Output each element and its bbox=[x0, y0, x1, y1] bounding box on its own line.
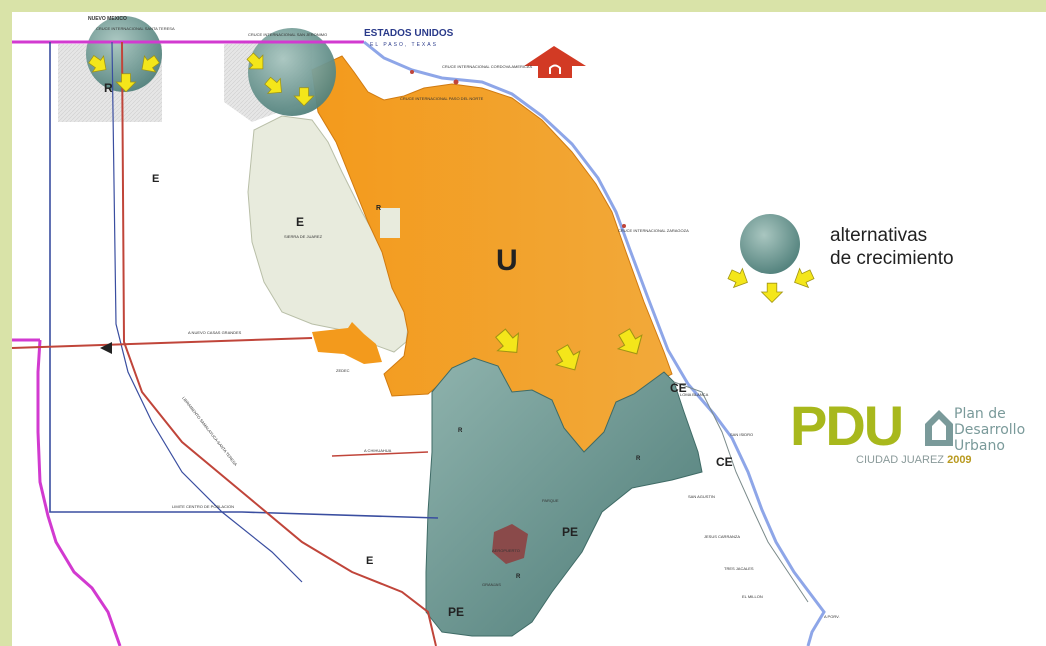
map-label: A PORV. bbox=[824, 614, 840, 619]
zone-label-pe: PE bbox=[448, 605, 464, 619]
north-symbol bbox=[549, 64, 561, 74]
map-label: CRUCE INTERNACIONAL SANTA TERESA bbox=[96, 26, 175, 31]
map-label: CRUCE INTERNACIONAL PASO DEL NORTE bbox=[400, 96, 484, 101]
zone-label-r: R bbox=[104, 81, 113, 95]
pdu-logo: PDU Plan de Desarrollo Urbano CIUDAD JUA… bbox=[790, 396, 1046, 476]
zone-label-r: R bbox=[516, 574, 521, 580]
zone-label-ce: CE bbox=[716, 455, 733, 469]
logo-year: 2009 bbox=[947, 454, 972, 466]
growth-alternatives-map: R E E E U R R R R CE CE PE PE ESTADOS UN… bbox=[12, 16, 840, 646]
legend-arrow-icon bbox=[725, 264, 753, 293]
city-label-elpaso: EL PASO, TEXAS bbox=[370, 42, 438, 48]
zone-label-pe: PE bbox=[562, 525, 578, 539]
state-label: NUEVO MEXICO bbox=[88, 16, 127, 22]
map-label: A NUEVO CASAS GRANDES bbox=[188, 330, 242, 335]
crossing-marker bbox=[410, 70, 414, 74]
rio-bravo bbox=[363, 40, 826, 646]
map-label: ZEDEC bbox=[336, 368, 350, 373]
legend-arrow-icon bbox=[789, 264, 817, 293]
map-label: CRUCE INTERNACIONAL CORDOVA AMERICAS bbox=[442, 64, 533, 69]
valley-road bbox=[673, 381, 809, 603]
road-direction-marker bbox=[100, 342, 112, 354]
map-label: PARQUE bbox=[542, 498, 559, 503]
zone-label-r: R bbox=[376, 205, 381, 212]
crossing-marker bbox=[622, 224, 626, 228]
map-label: SAN ISIDRO bbox=[730, 432, 753, 437]
map-label: SIERRA DE JUAREZ bbox=[284, 234, 323, 239]
zone-label-e: E bbox=[296, 215, 304, 229]
map-label: LOMA BLANCA bbox=[680, 392, 709, 397]
growth-circle-north bbox=[248, 28, 336, 116]
logo-line: Plan de bbox=[954, 406, 1006, 422]
house-icon bbox=[925, 410, 953, 446]
airport-zone bbox=[492, 524, 528, 564]
map-label: AEROPUERTO bbox=[492, 548, 520, 553]
map-label: EL MILLON bbox=[742, 594, 763, 599]
map-label: CRUCE INTERNACIONAL ZARAGOZA bbox=[618, 228, 689, 233]
logo-letters: PDU bbox=[790, 394, 904, 457]
growth-circle-northwest bbox=[86, 16, 162, 92]
road-libramiento bbox=[121, 41, 437, 646]
logo-line: Urbano bbox=[954, 438, 1005, 454]
zone-label-u: U bbox=[496, 244, 518, 277]
legend-text: alternativas de crecimiento bbox=[830, 224, 954, 270]
logo-city: CIUDAD JUAREZ 2009 bbox=[856, 454, 972, 466]
reserve-zone bbox=[425, 357, 703, 637]
legend-line: de crecimiento bbox=[830, 248, 954, 269]
map-label: A CHIHUAHUA bbox=[364, 448, 392, 453]
population-limit-inner bbox=[111, 41, 303, 583]
state-border-west bbox=[36, 339, 122, 646]
north-arrow-icon bbox=[524, 46, 586, 78]
map-label: TRES JACALES bbox=[724, 566, 754, 571]
map-label: CRUCE INTERNACIONAL SAN JERONIMO bbox=[248, 32, 327, 37]
zone-label-r: R bbox=[458, 428, 463, 434]
map-panel: R E E E U R R R R CE CE PE PE ESTADOS UN… bbox=[12, 12, 1046, 646]
map-label: SAN AGUSTIN bbox=[688, 494, 715, 499]
legend-line: alternativas bbox=[830, 225, 928, 246]
zone-label-ce: CE bbox=[670, 381, 687, 395]
zone-label-e: E bbox=[152, 173, 159, 185]
map-label: LIMITE CENTRO DE POBLACION bbox=[172, 504, 234, 509]
zone-label-r: R bbox=[636, 456, 641, 462]
map-label: GRANJAS bbox=[482, 582, 501, 587]
map-label: LIBRAMIENTO SAMALAYUCA-SANTA TERESA bbox=[181, 396, 238, 467]
logo-city-name: CIUDAD JUAREZ bbox=[856, 454, 945, 466]
legend-arrow-icon bbox=[761, 282, 783, 303]
country-label: ESTADOS UNIDOS bbox=[364, 28, 454, 39]
road-chihuahua bbox=[331, 451, 429, 457]
urban-west-spur bbox=[312, 322, 382, 364]
legend-growth-circle-icon bbox=[740, 214, 800, 274]
road-nuevo-casas-grandes bbox=[12, 337, 313, 349]
map-label: JESUS CARRANZA bbox=[704, 534, 740, 539]
zone-label-e: E bbox=[366, 555, 373, 567]
crossing-marker bbox=[453, 79, 459, 85]
urban-gap bbox=[380, 208, 400, 238]
population-limit-west bbox=[49, 42, 439, 519]
logo-subtitle: Plan de Desarrollo Urbano bbox=[954, 406, 1025, 454]
logo-line: Desarrollo bbox=[954, 422, 1026, 438]
